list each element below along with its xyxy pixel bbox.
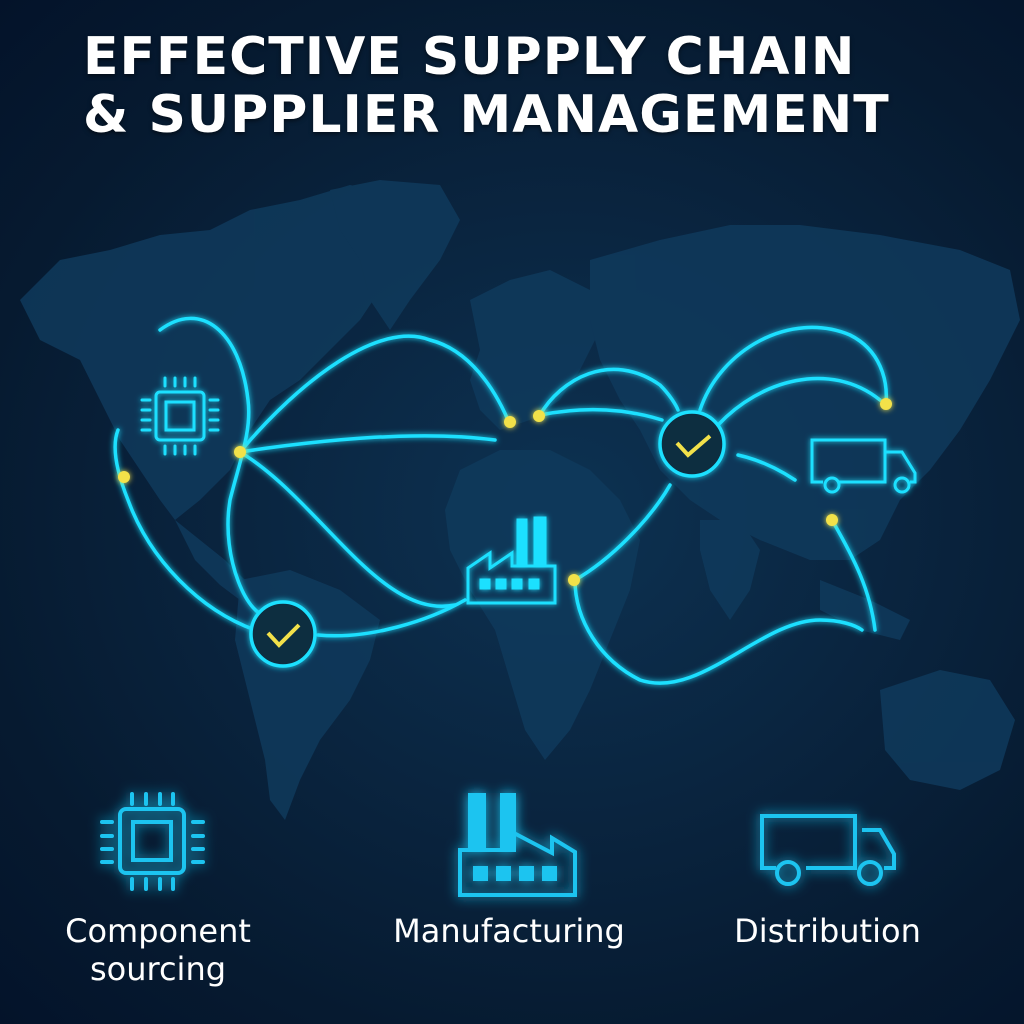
factory-icon: [458, 793, 577, 897]
page-title: EFFECTIVE SUPPLY CHAIN & SUPPLIER MANAGE…: [83, 28, 890, 144]
node: [826, 514, 838, 526]
label-line: Distribution: [734, 912, 921, 950]
southeast-asia: [820, 580, 910, 640]
chip-icon: [100, 792, 205, 891]
node: [880, 398, 892, 410]
node: [533, 410, 545, 422]
landmasses: [20, 180, 1020, 820]
title-line-2: & SUPPLIER MANAGEMENT: [83, 85, 890, 145]
factory-icon: [466, 516, 557, 605]
label-line: Component: [65, 912, 251, 950]
south-america: [235, 570, 380, 820]
truck-icon: [760, 814, 896, 886]
north-america: [20, 185, 420, 520]
truck-icon: [810, 438, 917, 494]
category-label-distribution: Distribution: [720, 912, 935, 950]
india: [700, 520, 760, 620]
africa: [445, 450, 640, 760]
europe: [470, 270, 600, 430]
checkmark-icon: [658, 410, 726, 478]
node: [118, 471, 130, 483]
checkmark-icon: [249, 600, 317, 668]
node: [504, 416, 516, 428]
title-line-1: EFFECTIVE SUPPLY CHAIN: [83, 27, 856, 87]
australia: [880, 670, 1015, 790]
chip-icon: [140, 376, 220, 456]
label-line: sourcing: [89, 950, 227, 988]
greenland: [330, 180, 460, 330]
node: [568, 574, 580, 586]
central-america: [175, 520, 245, 600]
supply-routes: [113, 316, 889, 685]
category-label-component-sourcing: Component sourcing: [48, 912, 268, 988]
node: [234, 446, 246, 458]
route-nodes: [118, 398, 892, 586]
label-line: Manufacturing: [393, 912, 625, 950]
category-label-manufacturing: Manufacturing: [384, 912, 634, 950]
